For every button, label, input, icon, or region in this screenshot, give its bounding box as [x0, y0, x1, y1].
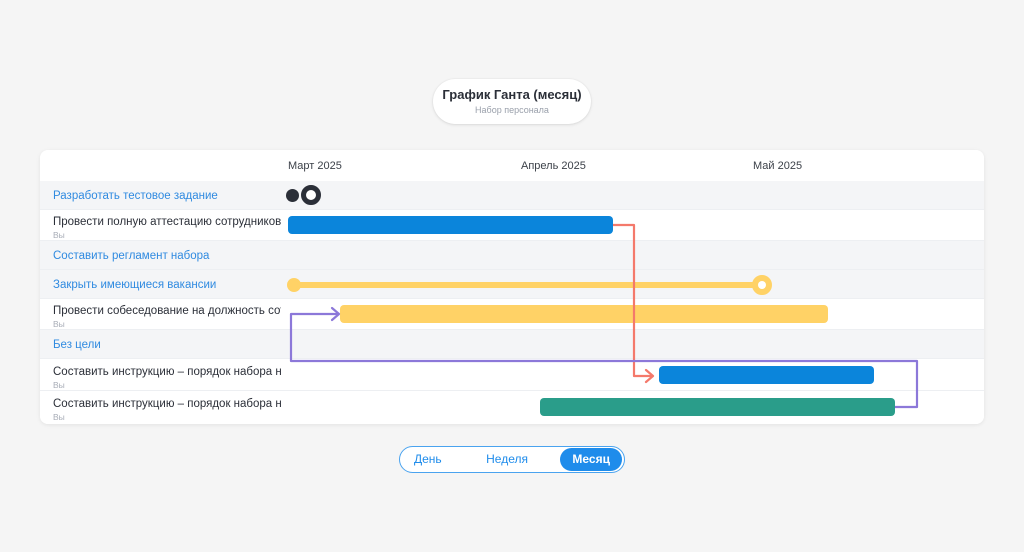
row-assignee: Вы	[53, 319, 65, 329]
row-label-text: Составить регламент набора	[53, 250, 210, 262]
page-subtitle: Набор персонала	[475, 105, 549, 115]
row-label: Без цели	[53, 338, 281, 352]
row-label: Составить инструкцию – порядок набора на…	[53, 365, 281, 391]
gantt-bar-blue[interactable]	[288, 216, 613, 234]
row-label: Провести полную аттестацию сотрудников В…	[53, 215, 281, 241]
row-label-text: Закрыть имеющиеся вакансии	[53, 279, 217, 291]
gantt-chart: Март 2025 Апрель 2025 Май 2025 Разработа…	[40, 150, 984, 424]
row-label: Разработать тестовое задание	[53, 189, 281, 203]
milestone-end-icon[interactable]	[301, 185, 321, 205]
month-header-march: Март 2025	[288, 160, 342, 172]
gantt-bar-teal[interactable]	[540, 398, 895, 416]
gantt-row-task[interactable]: Провести полную аттестацию сотрудников В…	[40, 210, 984, 241]
goal-end-ring-icon[interactable]	[752, 275, 772, 295]
row-label-text: Составить инструкцию – порядок набора на…	[53, 366, 281, 378]
milestone-start-icon[interactable]	[286, 189, 299, 202]
gantt-bar-yellow[interactable]	[340, 305, 828, 323]
month-header-may: Май 2025	[753, 160, 803, 172]
timescale-toggle[interactable]: День Неделя Месяц	[399, 446, 625, 473]
gantt-row-task[interactable]: Составить инструкцию – порядок набора на…	[40, 391, 984, 424]
row-label: Составить инструкцию – порядок набора на…	[53, 397, 281, 423]
timescale-option-day[interactable]: День	[414, 452, 442, 466]
row-assignee: Вы	[53, 380, 65, 390]
timescale-option-month[interactable]: Месяц	[560, 448, 622, 471]
timescale-option-week[interactable]: Неделя	[486, 452, 528, 466]
row-label: Составить регламент набора	[53, 249, 281, 263]
timeline-header: Март 2025 Апрель 2025 Май 2025	[40, 150, 984, 182]
gantt-row-goal[interactable]: Разработать тестовое задание	[40, 181, 984, 210]
goal-start-dot-icon[interactable]	[287, 278, 301, 292]
row-assignee: Вы	[53, 412, 65, 422]
row-label-text: Без цели	[53, 339, 101, 351]
gantt-row-task[interactable]: Провести собеседование на должность сот.…	[40, 299, 984, 330]
goal-progress-line	[290, 282, 762, 288]
gantt-row-goal[interactable]: Закрыть имеющиеся вакансии	[40, 270, 984, 299]
row-label-text: Провести полную аттестацию сотрудников	[53, 216, 281, 228]
gantt-bar-blue[interactable]	[659, 366, 874, 384]
month-header-april: Апрель 2025	[521, 160, 586, 172]
row-assignee: Вы	[53, 230, 65, 240]
row-label-text: Разработать тестовое задание	[53, 190, 218, 202]
row-label-text: Составить инструкцию – порядок набора на…	[53, 398, 281, 410]
row-label-text: Провести собеседование на должность сот.…	[53, 305, 281, 317]
row-label: Закрыть имеющиеся вакансии	[53, 278, 281, 292]
gantt-row-task[interactable]: Составить инструкцию – порядок набора на…	[40, 359, 984, 391]
gantt-row-goal[interactable]: Составить регламент набора	[40, 241, 984, 270]
chart-title-pill: График Ганта (месяц) Набор персонала	[433, 79, 591, 124]
gantt-row-goal[interactable]: Без цели	[40, 330, 984, 359]
row-label: Провести собеседование на должность сот.…	[53, 304, 281, 330]
page-title: График Ганта (месяц)	[442, 87, 582, 102]
